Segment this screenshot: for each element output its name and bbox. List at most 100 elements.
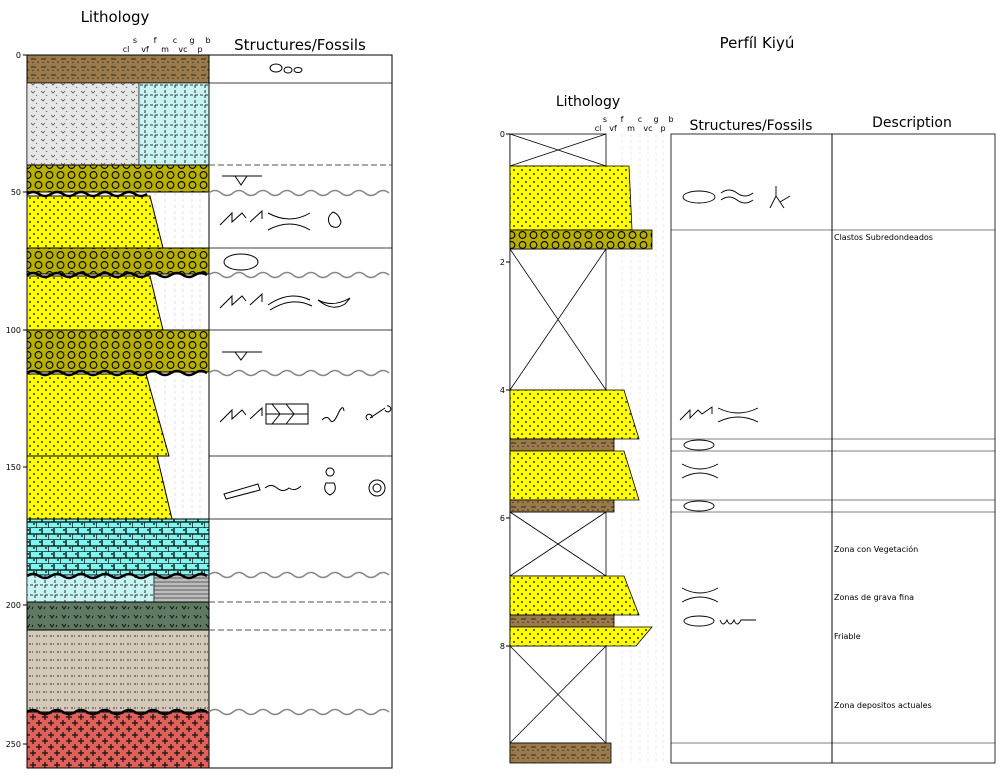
description-depositos: Zona depositos actuales [834, 701, 932, 710]
grain-label-vf: vf [141, 45, 149, 54]
right-grain-p: p [660, 124, 665, 133]
right-grain-vc: vc [643, 124, 652, 133]
layer-conglomerate-2 [26, 247, 210, 275]
right-grain-g: g [653, 115, 658, 124]
grain-label-p: p [197, 45, 202, 54]
channel-icon-2 [222, 351, 262, 361]
layer-brown-mud-top [26, 54, 210, 84]
description-clastos: Clastos Subredondeados [834, 233, 933, 242]
grain-label-c: c [173, 36, 177, 45]
right-sandstone-5 [509, 626, 653, 647]
grain-label-cl: cl [123, 45, 130, 54]
layer-sandstone-1 [26, 195, 164, 249]
cross-bedding-icon-2 [219, 292, 263, 309]
depth-tick-50: 50 [11, 188, 21, 197]
channel-icon [222, 175, 262, 186]
right-burrow-icon [719, 618, 756, 625]
worm-trace-icon [264, 485, 302, 491]
grain-label-g: g [189, 36, 194, 45]
log-icon [223, 483, 261, 500]
section-title: Perfíl Kiyú [720, 34, 795, 52]
right-nodule-icon-2 [683, 439, 715, 451]
right-trough-icon [717, 407, 759, 423]
right-depth-8: 8 [500, 642, 505, 651]
gastropod-icon [327, 211, 342, 228]
layer-dark-green [26, 601, 210, 631]
layer-red-granite [26, 711, 210, 769]
left-lithology-column: Lithology cl s vf f m c vc g p b 0 50 10… [6, 8, 211, 769]
description-column: Description Clastos Subredondeados Zona … [831, 115, 996, 764]
left-depth-axis: 0 50 100 150 200 250 [6, 51, 28, 768]
right-grain-vf: vf [609, 124, 617, 133]
left-structures-title: Structures/Fossils [234, 36, 366, 54]
layer-speckled-silt [26, 82, 140, 166]
right-structures-title: Structures/Fossils [690, 118, 813, 134]
layer-conglomerate-1 [26, 164, 210, 193]
layer-cyan-limestone [26, 518, 210, 576]
right-lithology-title: Lithology [556, 94, 620, 110]
depth-tick-150: 150 [6, 463, 21, 472]
depth-tick-250: 250 [6, 740, 21, 749]
right-grain-size-scale: cl s vf f m c vc g p b [595, 115, 674, 133]
right-sandstone-3 [509, 450, 640, 501]
right-nodule-icon-4 [683, 615, 715, 627]
right-mud-2 [509, 499, 615, 513]
right-grain-f: f [621, 115, 624, 124]
right-nodule-icon-3 [683, 500, 715, 512]
right-mud-3 [509, 614, 615, 628]
layer-gray-shale [153, 574, 210, 603]
grain-label-f: f [154, 36, 157, 45]
right-depth-axis: 0 2 4 6 8 [500, 130, 511, 763]
depth-tick-0: 0 [16, 51, 21, 60]
right-depth-6: 6 [500, 514, 505, 523]
layer-sandstone-4 [26, 455, 173, 520]
layer-conglomerate-3 [26, 329, 210, 373]
grain-label-vc: vc [178, 45, 187, 54]
right-grain-cl: cl [595, 124, 602, 133]
bone-icon [365, 405, 392, 421]
right-cross-bedding-icon [679, 406, 713, 421]
right-conglomerate [509, 229, 653, 250]
right-depth-4: 4 [500, 386, 505, 395]
layer-pale-cyan-limestone [138, 82, 210, 166]
covered-interval-4 [509, 645, 607, 744]
burrow-icon [321, 407, 345, 422]
right-wavy-lamination-icon [720, 189, 754, 204]
ripple-lamination-icon [267, 295, 313, 311]
covered-interval-1 [509, 133, 607, 167]
layer-pale-cyan-lower [26, 574, 155, 603]
left-lithology-title: Lithology [81, 8, 150, 26]
left-grain-size-scale: cl s vf f m c vc g p b [123, 36, 211, 54]
right-grain-s: s [603, 115, 607, 124]
layer-sandstone-3 [26, 373, 170, 457]
right-grain-b: b [668, 115, 673, 124]
ammonite-icon [368, 479, 386, 497]
right-trough-icon-2 [681, 463, 719, 479]
description-grava-fina: Zonas de grava fina [834, 593, 914, 602]
right-grain-m: m [627, 124, 635, 133]
right-mud-1 [509, 438, 615, 452]
right-trough-icon-3 [681, 587, 719, 603]
nodule-icon [223, 253, 259, 271]
herringbone-icon [265, 403, 309, 425]
description-title: Description [872, 115, 952, 131]
layer-sandstone-2 [26, 275, 164, 331]
trough-cross-bedding-icon [267, 212, 311, 231]
covered-interval-2 [509, 248, 607, 391]
root-trace-icon [769, 186, 791, 209]
right-sandstone-1 [509, 165, 633, 231]
grain-label-s: s [133, 36, 137, 45]
right-mud-base [509, 742, 612, 764]
description-friable: Friable [834, 632, 861, 641]
right-structures-column: Structures/Fossils [670, 118, 995, 764]
layer-tan-siltstone [26, 629, 210, 713]
bivalve-icon [317, 297, 351, 308]
cross-bedding-icon [219, 209, 263, 226]
description-vegetacion: Zona con Vegetación [834, 544, 918, 554]
grain-label-m: m [161, 45, 169, 54]
grain-label-b: b [205, 36, 210, 45]
right-depth-2: 2 [500, 258, 505, 267]
depth-tick-200: 200 [6, 601, 21, 610]
right-nodule-icon [682, 190, 716, 204]
